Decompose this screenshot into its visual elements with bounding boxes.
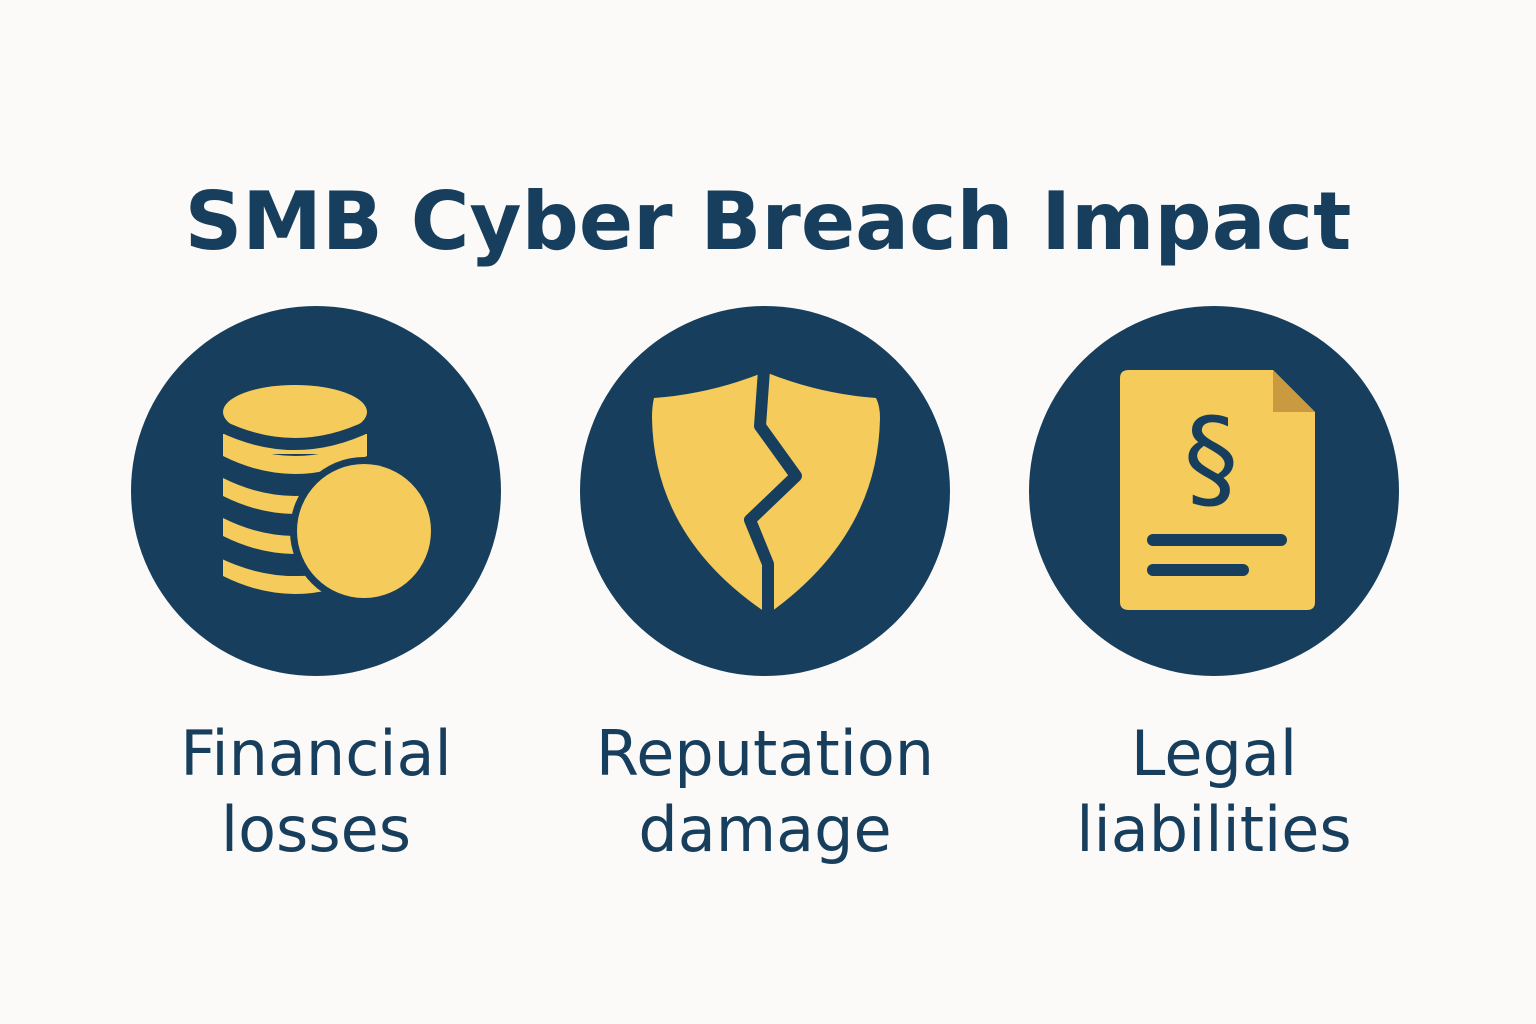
icon-circle: § Legal liabilities [1029,306,1399,866]
section-sign-icon: § [1184,394,1239,522]
impact-label: Reputation damage [595,717,935,866]
impact-label: Legal liabilities [1076,717,1352,866]
impact-label: Financial losses [180,717,452,866]
icon-circle: Reputation damage [580,306,950,866]
icon-circle: Financial losses [131,306,501,866]
legal-document-icon: § [1120,370,1315,610]
impact-reputation: Reputation damage [580,306,950,866]
infographic-title: SMB Cyber Breach Impact [184,174,1352,268]
impact-legal: § Legal liabilities [1029,306,1399,866]
coins-icon [218,385,438,605]
impact-financial: Financial losses [131,306,501,866]
broken-shield-icon [652,369,880,618]
